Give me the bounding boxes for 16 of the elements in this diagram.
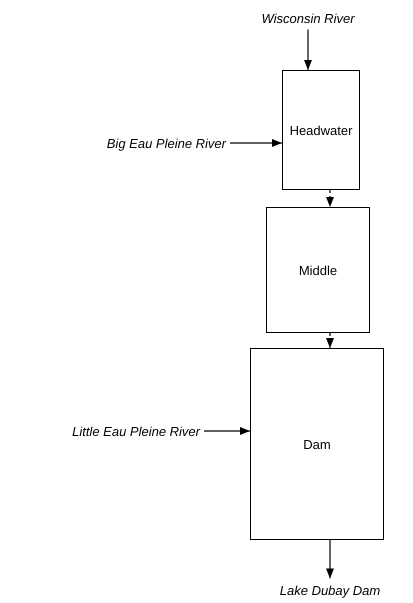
reach-box (266, 207, 370, 333)
arrow (326, 190, 334, 207)
arrow (204, 427, 250, 435)
reach-box (250, 348, 384, 540)
box-title: Middle (298, 262, 338, 278)
arrow (326, 333, 334, 348)
box-title: Dam (303, 436, 331, 452)
arrow (304, 30, 312, 70)
river-label: Wisconsin River (261, 10, 355, 26)
reach-box (282, 70, 360, 190)
arrow (230, 139, 282, 147)
river-label: Lake Dubay Dam (280, 582, 380, 598)
river-label: Little Eau Pleine River (72, 424, 200, 438)
river-label: Big Eau Pleine River (106, 136, 226, 150)
arrow (326, 540, 334, 578)
box-title: Headwater (290, 122, 352, 138)
